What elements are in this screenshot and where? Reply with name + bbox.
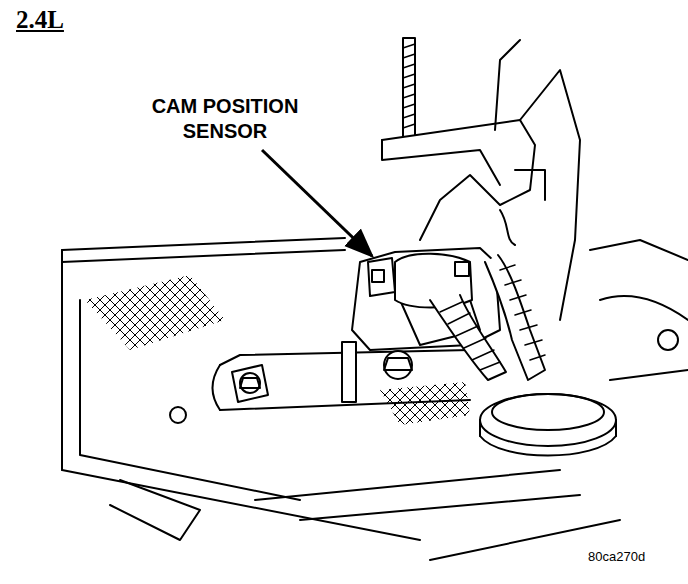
figure-code: 80ca270d (588, 549, 645, 564)
figure-title: 2.4L (16, 6, 64, 34)
leader-arrow (262, 150, 372, 256)
part-label: CAM POSITION SENSOR (135, 94, 315, 144)
